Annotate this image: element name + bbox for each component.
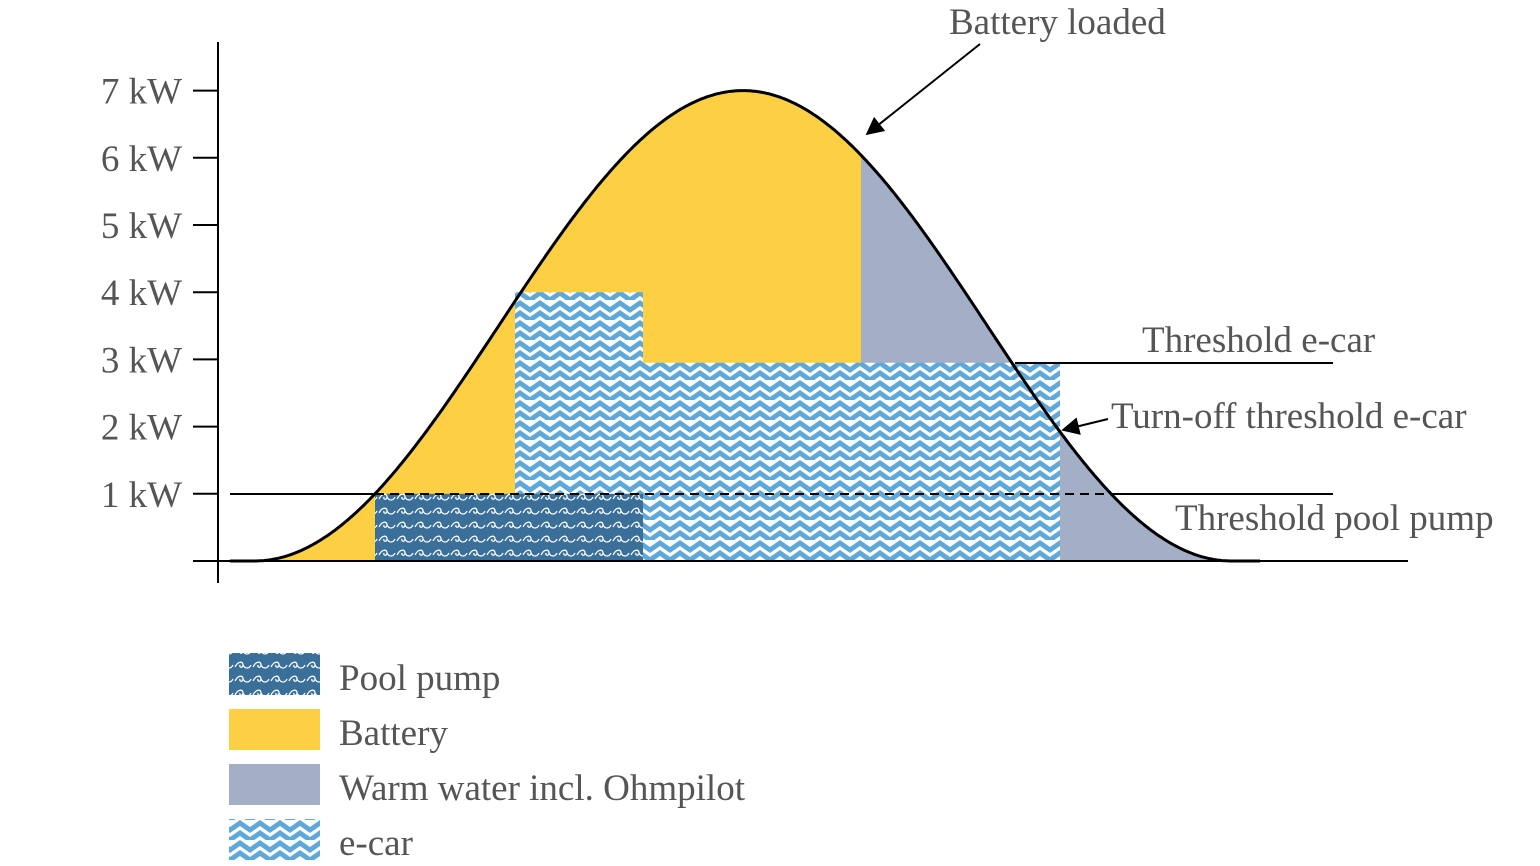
- battery-loaded-label: Battery loaded: [949, 2, 1166, 43]
- legend-pool-pump: Pool pump: [339, 658, 500, 699]
- legend-swatch-battery: [229, 709, 320, 750]
- legend-battery: Battery: [339, 713, 448, 754]
- battery-loaded-arrow: [865, 43, 981, 136]
- legend-ecar: e-car: [339, 823, 413, 864]
- legend-warm-water: Warm water incl. Ohmpilot: [339, 768, 746, 809]
- y-tick-label: 4 kW: [101, 273, 182, 314]
- turn-off-threshold-label: Turn-off threshold e-car: [1111, 396, 1467, 437]
- y-tick-label: 7 kW: [101, 72, 182, 113]
- threshold-ecar-label: Threshold e-car: [1142, 320, 1375, 361]
- ecar-area-high: [515, 292, 643, 494]
- turn-off-arrow: [1061, 417, 1109, 435]
- legend-swatch-warm-water: [229, 764, 320, 805]
- y-tick-label: 5 kW: [101, 206, 182, 247]
- y-tick-label: 3 kW: [101, 340, 182, 381]
- y-tick-label: 6 kW: [101, 139, 182, 180]
- threshold-pool-pump-label: Threshold pool pump: [1175, 498, 1494, 539]
- y-tick-label: 1 kW: [101, 475, 182, 516]
- pool-pump-area: [375, 493, 643, 561]
- legend-swatch-pool-pump: [229, 653, 320, 695]
- ecar-area: [643, 362, 1060, 561]
- power-curve: [230, 89, 1260, 563]
- legend-swatch-ecar: [229, 819, 320, 860]
- y-tick-label: 2 kW: [101, 408, 182, 449]
